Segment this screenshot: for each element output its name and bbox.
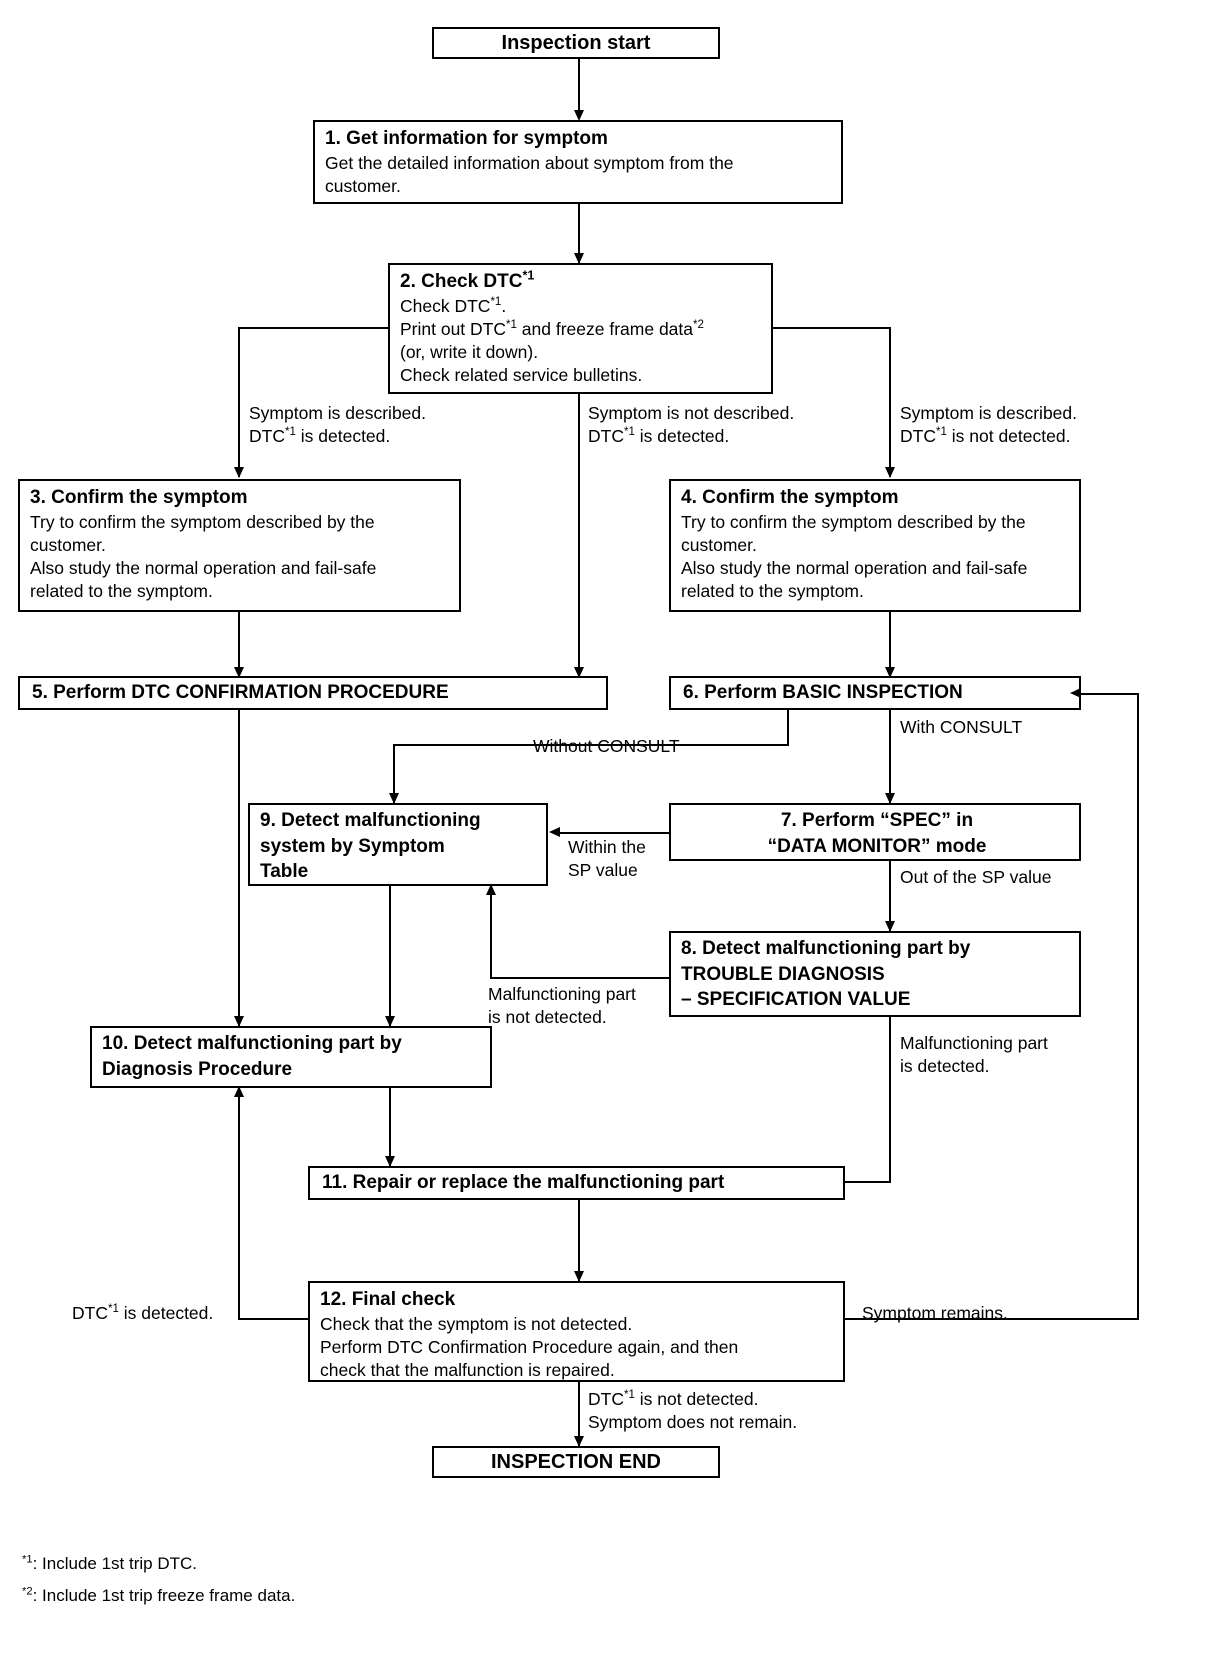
node-8-detect-part-trouble-diagnosis: 8. Detect malfunctioning part by TROUBLE… [669,931,1081,1017]
node-2-title: 2. Check DTC*1 [400,268,535,292]
edge-label-symptom-described-dtc-not-detected: Symptom is described. DTC*1 is not detec… [900,403,1078,447]
node-12-body: Check that the symptom is not detected. … [320,1313,739,1380]
edge-2-branch-mid-drop [578,394,580,677]
node-2-check-dtc: 2. Check DTC*1 Check DTC*1. Print out DT… [388,263,773,394]
edge-8-to-9-run [490,977,671,979]
node-2-body: Check DTC*1. Print out DTC*1 and freeze … [400,295,704,385]
node-7-perform-spec-data-monitor: 7. Perform “SPEC” in “DATA MONITOR” mode [669,803,1081,861]
edge-12-to-6-entry [1081,693,1139,695]
edge-9-to-10 [389,886,391,1026]
arrowhead-2-to-3 [234,467,244,478]
node-4-title: 4. Confirm the symptom [681,487,899,508]
node-4-confirm-symptom: 4. Confirm the symptom Try to confirm th… [669,479,1081,612]
edge-8-to-9-rise [490,886,492,979]
arrowhead-3-to-5 [234,667,244,678]
edge-10-to-11 [389,1088,391,1166]
arrowhead-6-to-9 [389,793,399,804]
edge-2-branch-left-bus [238,327,390,329]
edge-2-branch-right-drop [889,327,891,477]
node-5-dtc-confirmation-procedure: 5. Perform DTC CONFIRMATION PROCEDURE [18,676,608,710]
edge-3-to-5 [238,612,240,677]
node-11-title: 11. Repair or replace the malfunctioning… [322,1172,725,1193]
node-5-title: 5. Perform DTC CONFIRMATION PROCEDURE [32,682,449,703]
edge-label-part-not-detected: Malfunctioning part is not detected. [488,984,636,1028]
node-3-confirm-symptom: 3. Confirm the symptom Try to confirm th… [18,479,461,612]
edge-label-part-detected: Malfunctioning part is detected. [900,1033,1048,1077]
node-1-get-information: 1. Get information for symptom Get the d… [313,120,843,204]
edge-8-to-11-drop [889,1017,891,1183]
edge-label-symptom-remains: Symptom remains. [862,1303,1008,1323]
edge-7-to-8 [889,861,891,931]
node-inspection-start-label: Inspection start [501,31,651,54]
node-6-title: 6. Perform BASIC INSPECTION [683,682,963,703]
edge-12-to-6-run [845,1318,1139,1320]
node-10-detect-part-diagnosis-procedure: 10. Detect malfunctioning part by Diagno… [90,1026,492,1088]
edge-label-dtc-detected-feedback: DTC*1 is detected. [72,1303,214,1323]
edge-12-to-10-run [238,1318,310,1320]
node-inspection-end-label: INSPECTION END [490,1450,662,1473]
edge-label-symptom-not-described-dtc-detected: Symptom is not described. DTC*1 is detec… [588,403,795,447]
edge-12-to-end [578,1382,580,1446]
edge-12-to-10-rail [238,1088,240,1320]
edge-6-to-9-run [393,744,789,746]
arrowhead-6-to-7 [885,793,895,804]
arrowhead-10-to-11 [385,1156,395,1167]
arrowhead-2-to-5 [574,667,584,678]
edge-6-to-9-fall [393,744,395,803]
node-12-final-check: 12. Final check Check that the symptom i… [308,1281,845,1382]
edge-6-to-9-drop [787,710,789,746]
node-11-repair-or-replace: 11. Repair or replace the malfunctioning… [308,1166,845,1200]
node-9-detect-system-symptom-table: 9. Detect malfunctioning system by Sympt… [248,803,548,886]
node-4-body: Try to confirm the symptom described by … [681,511,1028,601]
node-3-body: Try to confirm the symptom described by … [30,511,377,601]
arrowhead-4-to-6 [885,667,895,678]
arrowhead-11-to-12 [574,1271,584,1282]
edge-start-to-1 [578,59,580,116]
footnote-1: *1: Include 1st trip DTC. [22,1553,197,1573]
edge-11-to-12 [578,1200,580,1281]
node-3-title: 3. Confirm the symptom [30,487,248,508]
edge-4-to-6 [889,612,891,677]
edge-2-branch-right-bus [771,327,891,329]
edge-label-out-of-sp-value: Out of the SP value [900,867,1052,887]
edge-1-to-2 [578,204,580,263]
arrowhead-12-to-end [574,1436,584,1447]
arrowhead-5-to-10 [234,1016,244,1027]
arrowhead-12-to-6 [1070,688,1081,698]
edge-8-to-11-run [845,1181,891,1183]
edge-5-to-10 [238,710,240,1026]
node-inspection-start: Inspection start [432,27,720,59]
edge-label-without-consult: Without CONSULT [533,736,680,756]
arrowhead-12-to-10 [234,1086,244,1097]
arrowhead-8-to-9 [486,884,496,895]
node-12-title: 12. Final check [320,1289,456,1310]
arrowhead-1-to-2 [574,253,584,264]
node-8-title: 8. Detect malfunctioning part by TROUBLE… [681,938,971,1011]
edge-label-final-ok: DTC*1 is not detected. Symptom does not … [588,1389,798,1433]
arrowhead-7-to-8 [885,921,895,932]
edge-6-to-7 [889,710,891,803]
node-inspection-end: INSPECTION END [432,1446,720,1478]
arrowhead-7-to-9 [549,827,560,837]
arrowhead-start-to-1 [574,110,584,121]
node-9-title: 9. Detect malfunctioning system by Sympt… [260,810,481,883]
arrowhead-9-to-10 [385,1016,395,1027]
edge-12-to-6-rail [1137,693,1139,1320]
edge-2-branch-left-drop [238,327,240,477]
edge-label-symptom-described-dtc-detected: Symptom is described. DTC*1 is detected. [249,403,427,447]
node-1-title: 1. Get information for symptom [325,128,608,149]
node-1-body: Get the detailed information about sympt… [325,152,734,196]
edge-label-with-consult: With CONSULT [900,717,1023,737]
edge-label-within-sp-value: Within the SP value [568,837,646,881]
arrowhead-2-to-4 [885,467,895,478]
node-7-title: 7. Perform “SPEC” in “DATA MONITOR” mode [767,810,987,857]
node-10-title: 10. Detect malfunctioning part by Diagno… [102,1033,402,1080]
edge-7-to-9 [560,832,670,834]
node-6-basic-inspection: 6. Perform BASIC INSPECTION [669,676,1081,710]
footnote-2: *2: Include 1st trip freeze frame data. [22,1585,296,1605]
